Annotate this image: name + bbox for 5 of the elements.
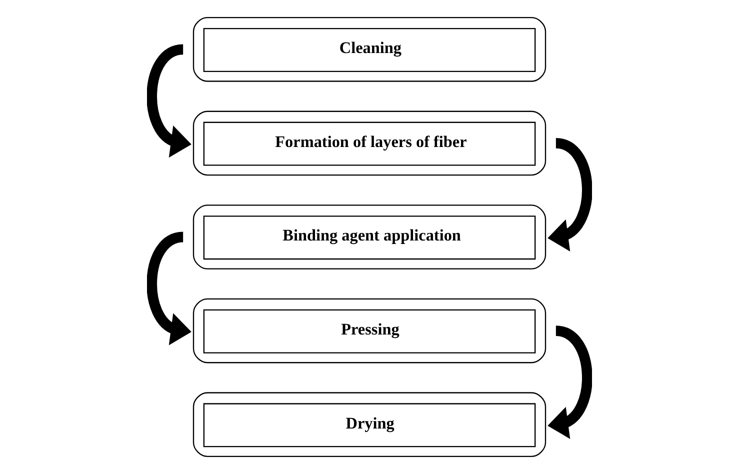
- node-box: Formation of layers of fiber: [192, 110, 546, 176]
- node-box: Cleaning: [192, 17, 546, 82]
- node-box: Binding agent application: [192, 204, 546, 270]
- node-box: Drying: [192, 392, 546, 457]
- node-box: Pressing: [192, 298, 546, 364]
